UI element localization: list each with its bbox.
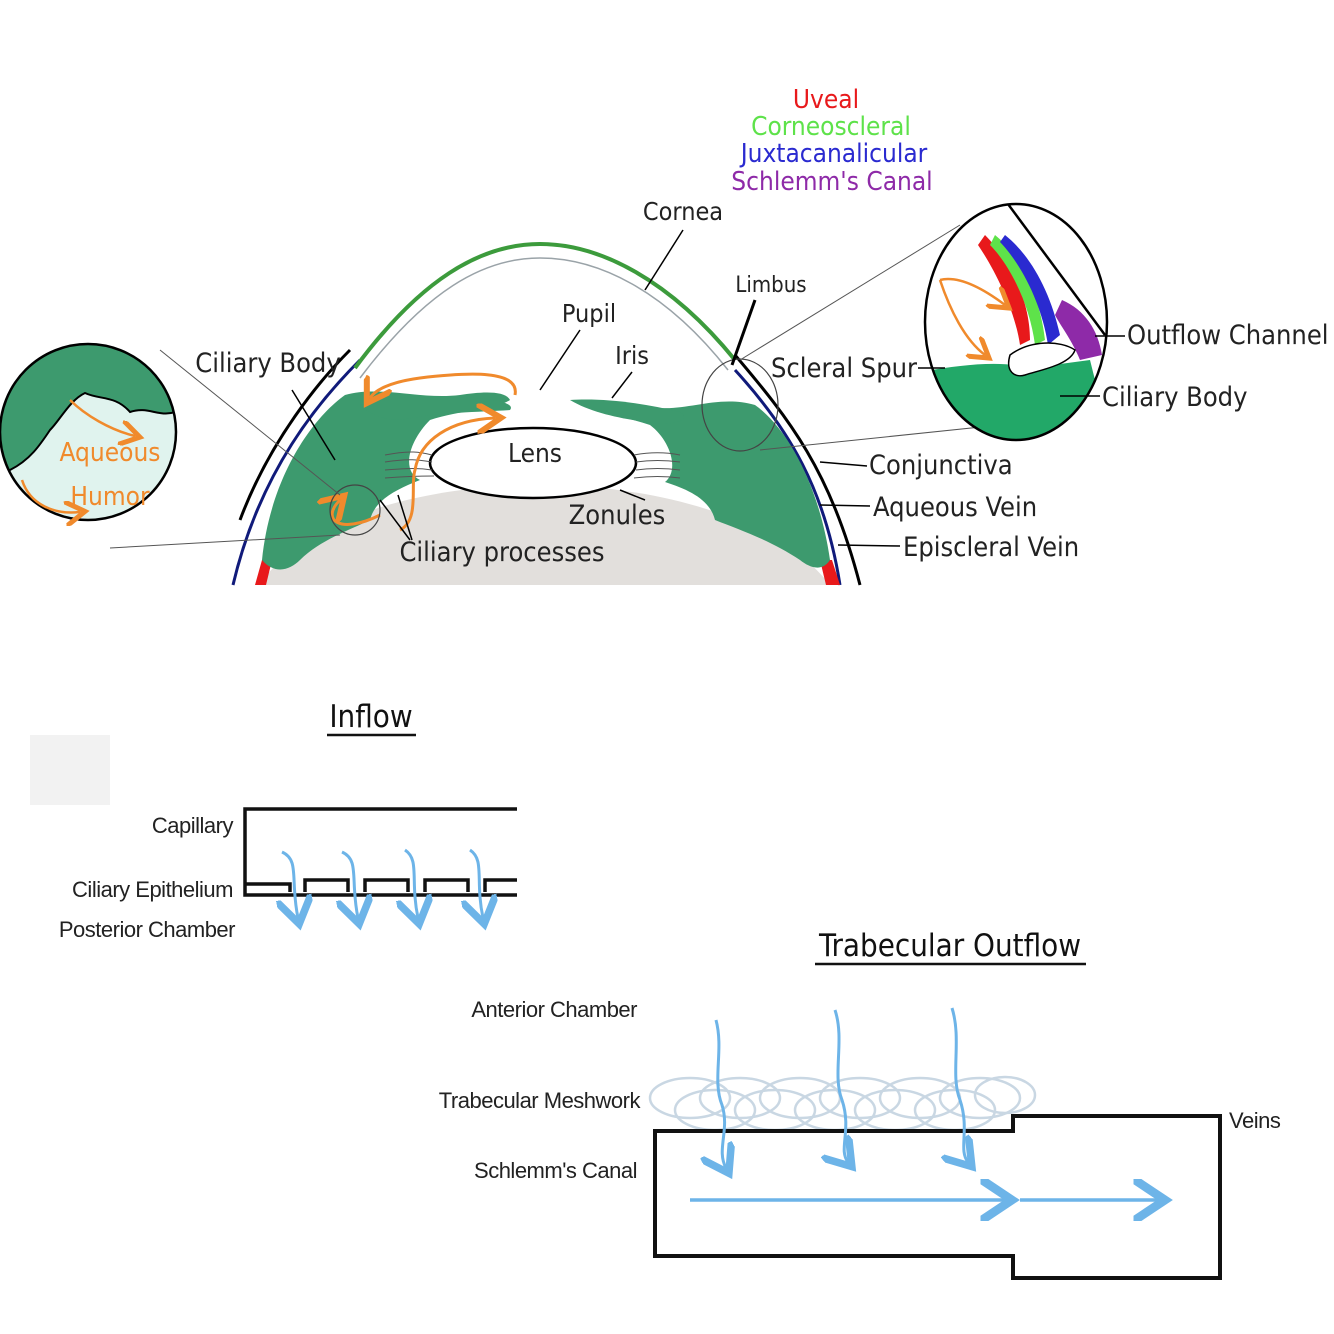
outflow-arrow-down-3 <box>952 1007 968 1162</box>
inflow-arrow-1 <box>282 850 298 918</box>
label-ciliary-epithelium: Ciliary Epithelium <box>72 877 233 902</box>
eye-cross-section <box>109 224 1001 586</box>
zoom-circle-ciliary <box>329 484 381 536</box>
legend-juxtacanalicular: Juxtacanalicular <box>739 139 928 169</box>
label-anterior-chamber: Anterior Chamber <box>471 997 637 1022</box>
label-ciliary-body-inset: Ciliary Body <box>1102 382 1247 413</box>
inflow-arrow-4 <box>470 848 483 918</box>
label-schlemms-canal: Schlemm's Canal <box>474 1158 637 1183</box>
outflow-title: Trabecular Outflow <box>818 928 1081 964</box>
inflow-arrow-2 <box>342 850 358 918</box>
label-limbus: Limbus <box>735 273 806 298</box>
outflow-arrow-down-2 <box>835 1009 848 1162</box>
label-capillary: Capillary <box>152 813 234 838</box>
label-zonules: Zonules <box>569 500 666 531</box>
label-outflow-channel: Outflow Channel <box>1127 320 1329 351</box>
ciliary-epithelium-cells <box>245 878 517 892</box>
label-iris: Iris <box>615 341 649 370</box>
label-trabecular-meshwork: Trabecular Meshwork <box>439 1088 642 1113</box>
label-aqueous: Aqueous <box>60 438 161 468</box>
uveal-right <box>820 560 840 585</box>
aqueous-flow-arrow-3 <box>370 372 517 398</box>
trabecular-outflow-diagram: Trabecular Outflow Anterior Chamber Trab… <box>439 928 1281 1280</box>
label-cornea: Cornea <box>643 197 723 226</box>
sclera-outer-left <box>238 348 352 521</box>
sclera-inner-left <box>231 358 362 586</box>
cornea-inner <box>359 257 729 379</box>
inset-aqueous-humor <box>0 342 178 520</box>
label-humor: Humor <box>70 482 150 512</box>
zoom-circle-limbus <box>701 358 779 452</box>
ciliary-body-left <box>262 391 510 570</box>
label-pupil: Pupil <box>562 299 616 328</box>
capillary-wall <box>243 807 517 897</box>
inflow-title: Inflow <box>329 699 412 735</box>
outflow-arrow-down-1 <box>716 1019 726 1168</box>
iris-left <box>360 396 511 420</box>
label-ciliary-processes: Ciliary processes <box>399 537 604 568</box>
label-lens: Lens <box>508 439 562 469</box>
inset-outflow <box>918 202 1125 442</box>
inflow-diagram: Inflow Capillary Ciliary Epithelium Post… <box>30 699 517 942</box>
schlemms-canal-wall <box>653 1114 1222 1280</box>
cornea <box>353 241 737 370</box>
uveal-left <box>255 560 272 585</box>
iris-right <box>570 399 684 424</box>
anterior-chamber <box>360 245 730 395</box>
label-scleral-spur: Scleral Spur <box>771 353 917 384</box>
zonules-fibers <box>384 451 681 479</box>
inflow-arrow-3 <box>405 848 418 918</box>
sclera-inner-right <box>733 368 842 586</box>
sclera-outer-right <box>733 354 862 586</box>
label-conjunctiva: Conjunctiva <box>869 450 1013 481</box>
legend-schlemms-canal: Schlemm's Canal <box>731 167 932 197</box>
ciliary-body-right <box>575 400 830 568</box>
legend-uveal: Uveal <box>793 85 859 115</box>
legend-corneoscleral: Corneoscleral <box>751 112 911 142</box>
lens <box>428 426 638 500</box>
aqueous-flow-arrow-1 <box>332 500 381 526</box>
label-ciliary-body: Ciliary Body <box>195 348 340 379</box>
label-aqueous-vein: Aqueous Vein <box>873 492 1037 523</box>
label-veins: Veins <box>1229 1108 1281 1133</box>
label-posterior-chamber: Posterior Chamber <box>59 917 235 942</box>
aqueous-flow-arrow-2 <box>399 418 495 532</box>
label-episcleral-vein: Episcleral Vein <box>903 532 1079 563</box>
